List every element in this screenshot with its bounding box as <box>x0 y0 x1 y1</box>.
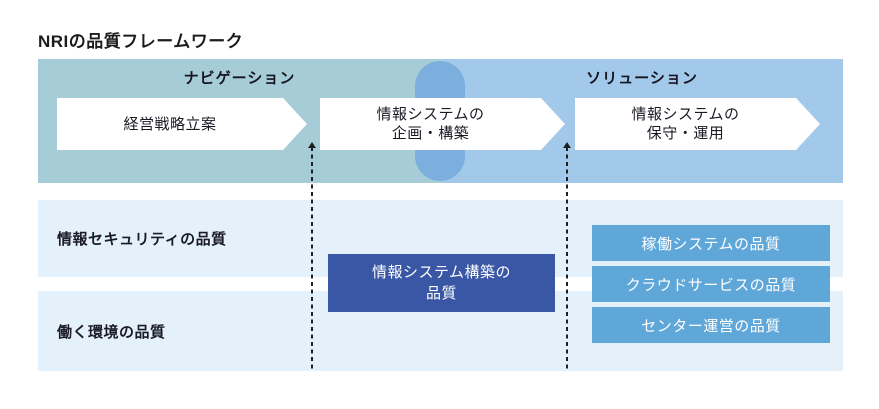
dashed-divider-right <box>566 147 568 371</box>
build-quality-box: 情報システム構築の 品質 <box>328 254 555 312</box>
build-quality-label: 情報システム構築の 品質 <box>371 264 512 302</box>
process-arrow-label: 経営戦略立案 <box>123 115 217 133</box>
dashed-divider-left <box>311 147 313 371</box>
operation-quality-label: クラウドサービスの品質 <box>625 276 797 294</box>
navigation-label: ナビゲーション <box>183 70 296 87</box>
process-arrow-strategy: 経営戦略立案 <box>57 98 307 150</box>
process-arrow-label: 情報システムの 企画・構築 <box>376 106 485 142</box>
phase-banner: ナビゲーション ソリューション 経営戦略立案 情報システムの 企画・構築 情報シ… <box>38 59 843 183</box>
dashed-divider-arrowhead <box>308 142 316 148</box>
dashed-divider-arrowhead <box>563 142 571 148</box>
process-arrow-maintain-operate: 情報システムの 保守・運用 <box>575 98 820 150</box>
quality-row-label: 情報セキュリティの品質 <box>57 231 227 248</box>
process-arrow-label: 情報システムの 保守・運用 <box>631 106 740 142</box>
page-title: NRIの品質フレームワーク <box>38 32 244 51</box>
operation-quality-box-running-system: 稼働システムの品質 <box>592 225 830 261</box>
process-arrow-plan-build: 情報システムの 企画・構築 <box>320 98 565 150</box>
operation-quality-label: 稼働システムの品質 <box>641 235 781 253</box>
operation-quality-box-center-operation: センター運営の品質 <box>592 307 830 343</box>
solution-label: ソリューション <box>586 70 698 87</box>
operation-quality-label: センター運営の品質 <box>641 317 781 335</box>
quality-row-label: 働く環境の品質 <box>57 323 166 341</box>
operation-quality-box-cloud-service: クラウドサービスの品質 <box>592 266 830 302</box>
